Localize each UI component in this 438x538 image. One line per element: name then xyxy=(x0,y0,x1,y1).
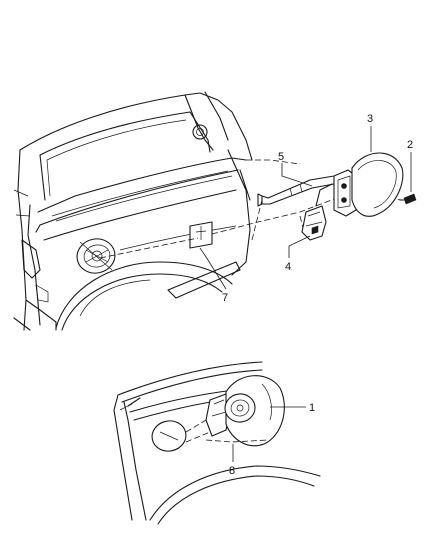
callout-5: 5 xyxy=(278,151,284,163)
callout-3: 3 xyxy=(367,113,373,125)
callout-8: 8 xyxy=(229,465,235,477)
fuel-door-hinge xyxy=(301,183,333,241)
quarter-panel-assembly xyxy=(13,91,253,331)
screw xyxy=(399,193,417,205)
fuel-filler-tube xyxy=(257,175,335,207)
detail-view xyxy=(113,361,321,525)
callout-4: 4 xyxy=(285,261,291,273)
leader-lines xyxy=(199,126,412,462)
fuel-door xyxy=(333,152,404,217)
callout-2: 2 xyxy=(407,139,413,151)
callout-1: 1 xyxy=(309,402,315,414)
callout-7: 7 xyxy=(222,292,228,304)
callout-labels: 1 2 3 4 5 7 8 xyxy=(222,113,413,477)
